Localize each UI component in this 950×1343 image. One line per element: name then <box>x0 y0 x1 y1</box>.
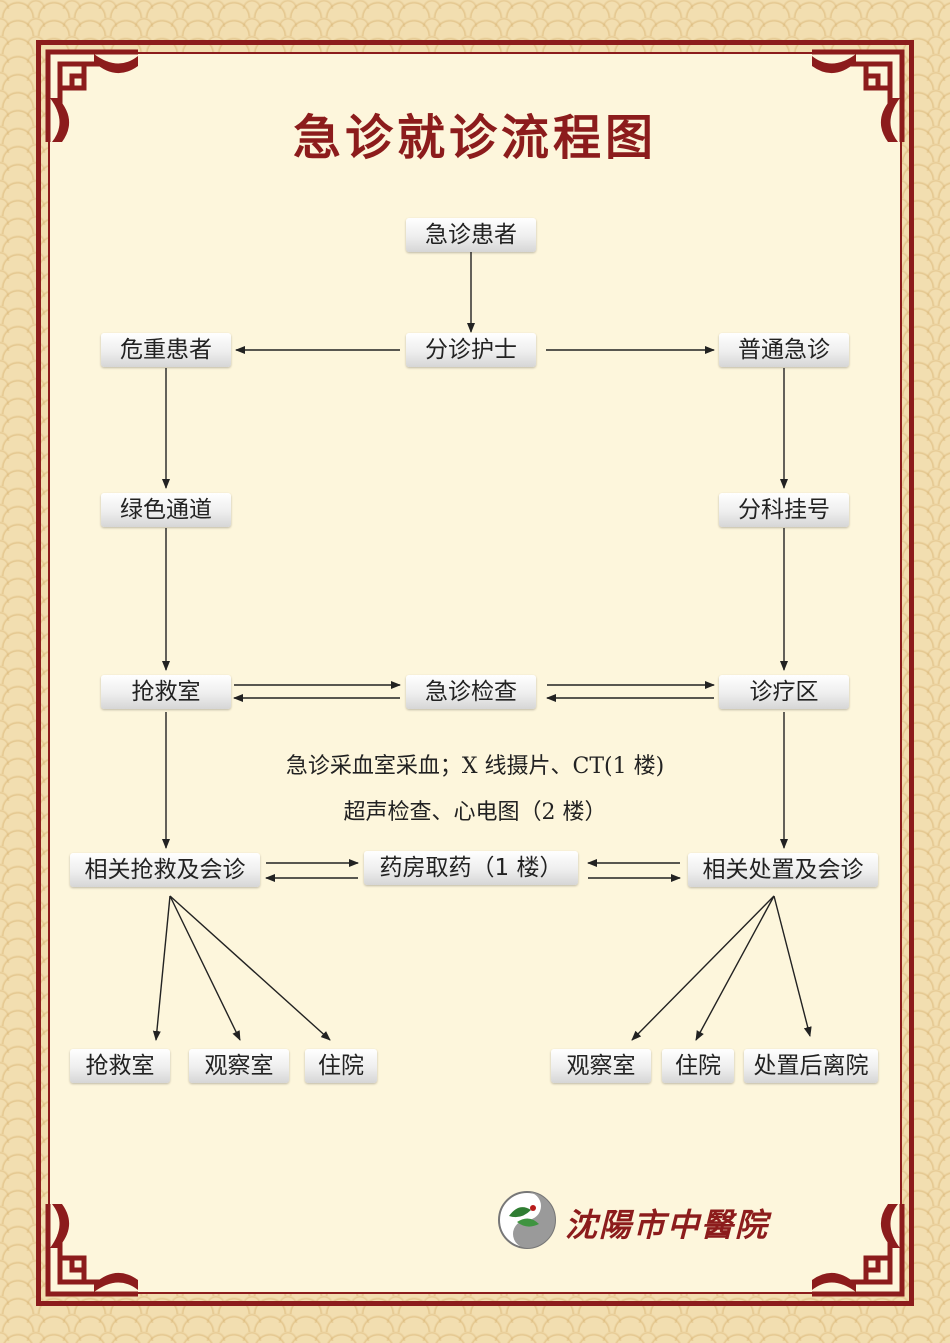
hospital-name: 沈陽市中醫院 <box>565 1206 770 1244</box>
node-critical-patient: 危重患者 <box>101 333 231 367</box>
node-left-hospitalize: 住院 <box>305 1049 377 1083</box>
node-rescue-room: 抢救室 <box>101 675 231 709</box>
arrow-related-rescue-to-hospitalize <box>169 895 331 1041</box>
node-treatment-area: 诊疗区 <box>719 675 849 709</box>
arrow-related-treatment-to-discharge <box>773 895 812 1037</box>
corner-ornament-bottom-left <box>38 1194 148 1304</box>
node-pharmacy: 药房取药（1 楼） <box>364 851 578 885</box>
node-left-observation: 观察室 <box>189 1049 289 1083</box>
node-related-treatment: 相关处置及会诊 <box>688 853 878 887</box>
page-title: 急诊就诊流程图 <box>292 110 657 166</box>
outer-frame <box>36 40 914 1306</box>
node-related-rescue: 相关抢救及会诊 <box>70 853 260 887</box>
exam-note-line2: 超声检查、心电图（2 楼） <box>343 800 607 825</box>
node-emergency-exam: 急诊检查 <box>406 675 536 709</box>
corner-ornament-top-right <box>802 42 912 152</box>
node-patient: 急诊患者 <box>406 218 536 252</box>
arrow-related-rescue-to-observation <box>169 895 241 1041</box>
node-general-emergency: 普通急诊 <box>719 333 849 367</box>
node-left-rescue-room: 抢救室 <box>70 1049 170 1083</box>
node-triage-nurse: 分诊护士 <box>406 333 536 367</box>
exam-note-line1: 急诊采血室采血；X 线摄片、CT(1 楼) <box>285 754 665 779</box>
arrow-related-rescue-to-rescue-room <box>152 895 171 1041</box>
content-panel <box>48 52 902 1294</box>
node-right-observation: 观察室 <box>551 1049 651 1083</box>
node-green-channel: 绿色通道 <box>101 493 231 527</box>
arrow-related-treatment-to-hospitalize <box>695 895 775 1041</box>
yin-yang-leaf-icon <box>497 1190 557 1250</box>
corner-ornament-top-left <box>38 42 148 152</box>
corner-ornament-bottom-right <box>802 1194 912 1304</box>
node-right-hospitalize: 住院 <box>662 1049 734 1083</box>
node-registration: 分科挂号 <box>719 493 849 527</box>
node-right-discharge: 处置后离院 <box>744 1049 878 1083</box>
arrow-related-treatment-to-observation <box>631 895 775 1041</box>
